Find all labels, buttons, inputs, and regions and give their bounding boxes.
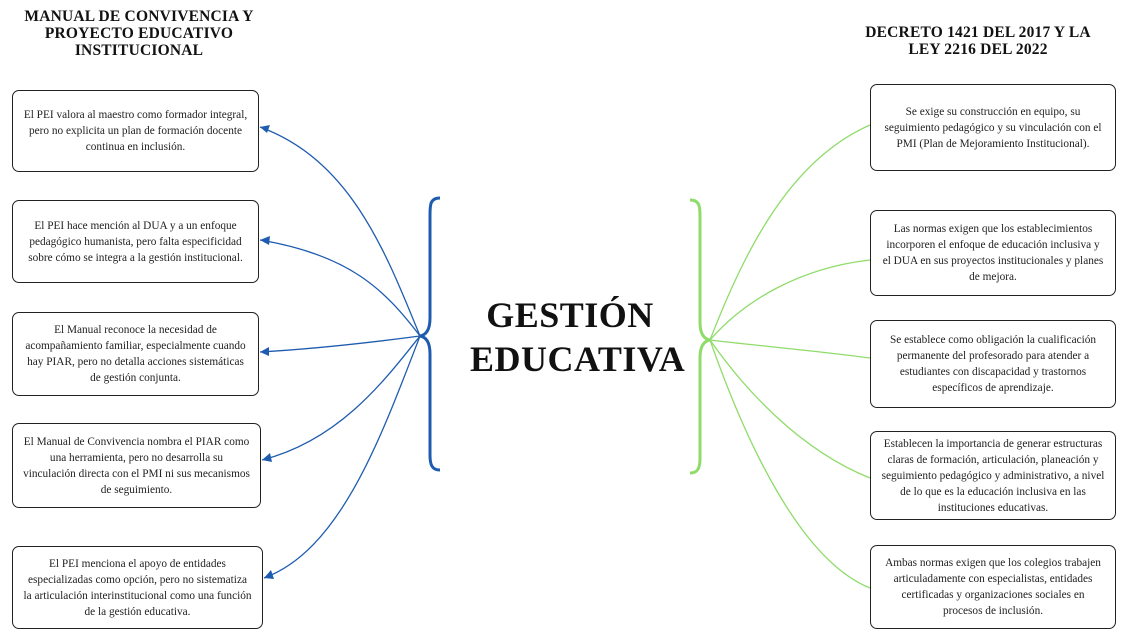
left-connector-2 bbox=[259, 239, 421, 337]
right-box-3: Se establece como obligación la cualific… bbox=[870, 320, 1116, 408]
right-box-2: Las normas exigen que los establecimient… bbox=[870, 210, 1116, 296]
left-box-3: El Manual reconoce la necesidad de acomp… bbox=[12, 312, 259, 396]
right-heading-line: LEY 2216 DEL 2022 bbox=[908, 41, 1048, 58]
right-box-text: Las normas exigen que los establecimient… bbox=[882, 223, 1104, 283]
right-connector-1 bbox=[709, 124, 871, 341]
center-title: GESTIÓN EDUCATIVA bbox=[470, 293, 686, 381]
right-connector-2 bbox=[709, 259, 871, 341]
left-box-text: El Manual de Convivencia nombra el PIAR … bbox=[23, 435, 250, 496]
left-box-2: El PEI hace mención al DUA y a un enfoqu… bbox=[12, 200, 259, 283]
right-box-text: Se establece como obligación la cualific… bbox=[889, 334, 1097, 394]
left-box-text: El PEI valora al maestro como formador i… bbox=[23, 109, 248, 153]
right-box-5: Ambas normas exigen que los colegios tra… bbox=[870, 545, 1116, 629]
left-box-1: El PEI valora al maestro como formador i… bbox=[12, 90, 259, 172]
center-title-line2: EDUCATIVA bbox=[470, 339, 686, 379]
left-box-5: El PEI menciona el apoyo de entidades es… bbox=[12, 546, 263, 629]
left-arrowhead-2 bbox=[260, 236, 270, 245]
left-connector-3 bbox=[259, 335, 421, 353]
right-box-1: Se exige su construcción en equipo, su s… bbox=[870, 84, 1116, 171]
right-box-text: Ambas normas exigen que los colegios tra… bbox=[885, 557, 1101, 617]
right-connector-5 bbox=[709, 339, 871, 589]
right-heading: DECRETO 1421 DEL 2017 Y LA LEY 2216 DEL … bbox=[835, 24, 1121, 58]
center-title-line1: GESTIÓN bbox=[486, 295, 654, 335]
right-connector-4 bbox=[709, 339, 871, 479]
left-arrowhead-1 bbox=[260, 125, 270, 133]
left-arrowhead-5 bbox=[264, 570, 274, 579]
right-connector-3 bbox=[709, 339, 871, 359]
right-box-4: Establecen la importancia de generar est… bbox=[870, 431, 1116, 520]
left-connector-5 bbox=[263, 335, 421, 579]
left-box-text: El Manual reconoce la necesidad de acomp… bbox=[25, 324, 246, 384]
left-arrowhead-3 bbox=[260, 347, 269, 356]
left-heading-line: MANUAL DE CONVIVENCIA Y bbox=[24, 8, 254, 25]
left-heading-line: PROYECTO EDUCATIVO bbox=[44, 25, 234, 42]
left-arrowhead-4 bbox=[262, 453, 272, 462]
left-connector-1 bbox=[259, 126, 421, 337]
left-heading-line: INSTITUCIONAL bbox=[74, 42, 204, 59]
left-heading: MANUAL DE CONVIVENCIA Y PROYECTO EDUCATI… bbox=[8, 8, 270, 59]
left-brace bbox=[419, 196, 441, 472]
left-box-text: El PEI menciona el apoyo de entidades es… bbox=[23, 557, 252, 618]
right-brace bbox=[689, 198, 711, 475]
right-box-text: Establecen la importancia de generar est… bbox=[881, 437, 1105, 514]
left-box-text: El PEI hace mención al DUA y a un enfoqu… bbox=[28, 219, 243, 264]
right-heading-line: DECRETO 1421 DEL 2017 Y LA bbox=[865, 24, 1091, 41]
left-connector-4 bbox=[261, 335, 421, 461]
left-box-4: El Manual de Convivencia nombra el PIAR … bbox=[12, 423, 261, 508]
right-box-text: Se exige su construcción en equipo, su s… bbox=[884, 105, 1102, 150]
